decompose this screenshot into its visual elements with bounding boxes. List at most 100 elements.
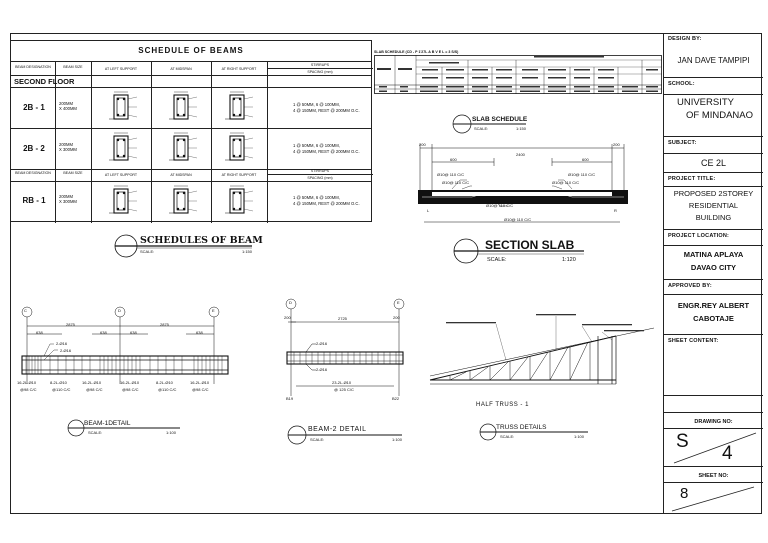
- beam-mark-rb1: RB - 1: [22, 196, 46, 205]
- beam1-sub-dim: 638: [36, 330, 43, 335]
- beam1-grid-right: E: [212, 308, 215, 313]
- project-title-cell: PROPOSED 2STOREY RESIDENTIAL BUILDING: [664, 187, 763, 230]
- truss-title: TRUSS DETAILS: [496, 424, 547, 431]
- beam2-title: BEAM-2 DETAIL: [308, 426, 367, 433]
- slab-dim-left: 200: [419, 142, 426, 147]
- sheet-no-label: SHEET NO:: [698, 473, 729, 479]
- subject-cell: CE 2L: [664, 154, 763, 173]
- project-location-label: PROJECT LOCATION:: [668, 233, 730, 239]
- slab-schedule-title: SLAB SCHEDULE: [472, 116, 528, 123]
- approved-by-line2: CABOTAJE: [693, 314, 734, 323]
- col-divider: [267, 61, 268, 223]
- sheet-no-cell: 8: [664, 483, 763, 514]
- col-spacing-header: SPACING (mm): [307, 70, 333, 74]
- beam2-scale-label: SCALE:: [310, 437, 325, 442]
- project-title-label-cell: PROJECT TITLE:: [664, 173, 763, 187]
- beam-size-line2: X 400MM: [59, 106, 77, 111]
- beam1-stirrup-callout: 8-2L-Ø10: [50, 380, 67, 385]
- project-location-label-cell: PROJECT LOCATION:: [664, 230, 763, 246]
- school-label-cell: SCHOOL:: [664, 78, 763, 95]
- subject-value: CE 2L: [700, 158, 726, 168]
- beam-mark-2b2: 2B - 2: [23, 144, 45, 153]
- beam-size-line2: X 300MM: [59, 147, 77, 152]
- slab-end-left: L: [427, 208, 430, 213]
- row-divider: [11, 169, 371, 170]
- col-right-header: AT RIGHT SUPPORT: [221, 173, 257, 177]
- slab-schedule-title-mark: [452, 114, 526, 134]
- section-slab-title: SECTION SLAB: [485, 238, 575, 252]
- truss-detail-drawing: [429, 314, 655, 385]
- beam1-spacing: @98 C/C: [192, 387, 209, 392]
- stirrup-line1: 1 @ 50MM, 6 @ 100MM,: [293, 143, 340, 148]
- truss-scale-label: SCALE:: [500, 434, 515, 439]
- beam-size-line2: X 300MM: [59, 199, 77, 204]
- schedules-scale-label: SCALE:: [140, 249, 155, 254]
- col-mid-header: AT MIDSPAN: [170, 173, 192, 177]
- project-title-label: PROJECT TITLE:: [668, 176, 716, 182]
- design-by-cell: DESIGN BY: JAN DAVE TAMPIPI: [664, 33, 763, 78]
- beam1-title: BEAM-1DETAIL: [84, 420, 131, 427]
- beam1-spacing: @98 C/C: [122, 387, 139, 392]
- sheet-no-label-cell: SHEET NO:: [664, 467, 763, 483]
- beam1-bar-label: 2-Ø16: [56, 341, 68, 346]
- sheet-content-cell: SHEET CONTENT:: [664, 335, 763, 396]
- beam1-spacing: @110 C/C: [52, 387, 71, 392]
- stirrup-line2: 4 @ 150MM, REST @ 200MM O.C.: [293, 200, 360, 206]
- beam2-grid-right: E: [397, 300, 400, 305]
- beam1-grid-left: C: [24, 308, 27, 313]
- xsec-left-rb1: [108, 185, 138, 214]
- slab-dim-right: 200: [613, 142, 620, 147]
- half-truss-label: HALF TRUSS - 1: [476, 402, 529, 408]
- beam-size-line1: 200MM: [59, 194, 73, 199]
- beam-schedule-table: SCHEDULE OF BEAMS BEAM DESIGNATION BEAM …: [10, 40, 373, 223]
- xsec-right-2b2: [224, 132, 254, 161]
- col-divider: [211, 61, 212, 223]
- beam1-span-right: 2875: [160, 322, 169, 327]
- col-left-header: AT LEFT SUPPORT: [104, 67, 138, 71]
- stirrup-spec-2b1: 1 @ 50MM, 6 @ 100MM,4 @ 150MM, REST @ 20…: [293, 102, 373, 113]
- design-by-label: DESIGN BY:: [668, 36, 702, 42]
- xsec-left-2b2: [108, 132, 138, 161]
- approved-by-label: APPROVED BY:: [668, 283, 712, 289]
- stirrup-line2: 4 @ 150MM, REST @ 200MM O.C.: [293, 148, 360, 154]
- school-cell: UNIVERSITY OF MINDANAO: [664, 95, 763, 137]
- beam2-dim-left: 200: [284, 315, 291, 320]
- xsec-mid-2b1: [168, 91, 198, 120]
- beam2-stirrup: 23-2L-Ø10: [332, 380, 352, 385]
- subject-label: SUBJECT:: [668, 140, 697, 146]
- beam2-dim-right: 200: [393, 315, 400, 320]
- slab-dim-600-left: 600: [450, 157, 457, 162]
- project-title-line3: BUILDING: [695, 213, 732, 222]
- beam2-detail-drawing: [285, 298, 405, 396]
- slab-dim-span: 2400: [516, 152, 525, 157]
- school-line1: UNIVERSITY: [676, 97, 734, 108]
- row-divider: [11, 128, 371, 129]
- schedules-scale: 1:150: [242, 249, 253, 254]
- school-label: SCHOOL:: [668, 81, 695, 87]
- truss-title-mark: [479, 423, 588, 441]
- col-right-header: AT RIGHT SUPPORT: [221, 67, 257, 71]
- approved-by-label-cell: APPROVED BY:: [664, 280, 763, 295]
- col-divider: [55, 61, 56, 223]
- beam1-scale: 1:100: [166, 430, 177, 435]
- slab-end-right: R: [614, 208, 617, 213]
- drawing-no-diagonal: [673, 432, 757, 464]
- beam2-bar-top: 2-Ø16: [316, 341, 328, 346]
- col-divider: [91, 61, 92, 223]
- slab-bar-label: Ø10@ 110 C/C: [437, 172, 465, 177]
- drawing-no-label: DRAWING NO:: [694, 419, 733, 425]
- beam1-span-left: 2875: [66, 322, 75, 327]
- beam-mark-2b1: 2B - 1: [23, 103, 45, 112]
- design-by-value: JAN DAVE TAMPIPI: [677, 56, 750, 65]
- beam2-dim-span: 2725: [338, 316, 347, 321]
- beam-size-line1: 200MM: [59, 142, 73, 147]
- slab-schedule-scale: 1:150: [516, 126, 527, 131]
- xsec-left-2b1: [108, 91, 138, 120]
- beam-cross-sections: [108, 91, 254, 214]
- xsec-mid-rb1: [168, 185, 198, 214]
- sheet-no-diagonal: [671, 486, 755, 512]
- slab-schedule-table: [374, 55, 662, 94]
- section-slab-scale-label: SCALE:: [487, 257, 507, 263]
- stirrup-subdivider: [267, 68, 373, 69]
